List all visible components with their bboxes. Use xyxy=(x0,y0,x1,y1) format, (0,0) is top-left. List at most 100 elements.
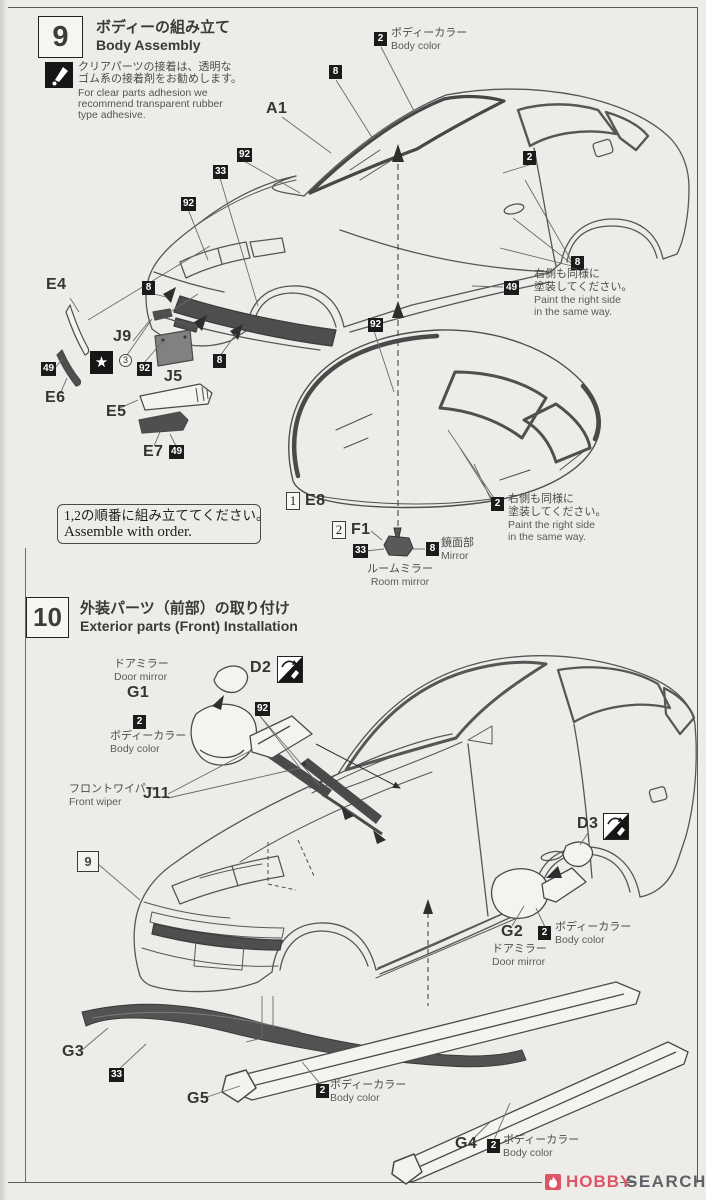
front-wiper-label: フロントワイパー Front wiper xyxy=(69,783,157,808)
caution-brush-icon xyxy=(45,62,73,88)
caution-jp-1: クリアパーツの接着は、透明な xyxy=(78,61,232,73)
room-mirror-en: Room mirror xyxy=(370,576,430,588)
paint-callout-2-g5: 2 xyxy=(316,1084,329,1098)
part-label-j11: J11 xyxy=(143,785,171,802)
paint-callout-49: 49 xyxy=(41,362,57,376)
top-border-line xyxy=(8,7,698,8)
part-label-g1: G1 xyxy=(127,684,150,701)
door-mirror-label-2: ドアミラー Door mirror xyxy=(492,943,547,968)
step10-title-jp: 外装パーツ（前部）の取り付け xyxy=(80,600,290,617)
hobbysearch-flame-icon xyxy=(545,1174,561,1190)
body-color-en: Body color xyxy=(391,40,441,52)
paint-right2-en1: Paint the right side xyxy=(508,519,595,531)
paint-right-jp2: 塗装してください。 xyxy=(534,281,633,293)
part-label-d2: D2 xyxy=(250,659,272,676)
part-label-e6: E6 xyxy=(45,389,66,406)
paint-callout-2c: 2 xyxy=(491,497,504,511)
door-mirror-jp: ドアミラー xyxy=(114,658,169,670)
paint-right-en1: Paint the right side xyxy=(534,294,621,306)
body-color-g1-jp: ボディーカラー xyxy=(110,730,187,742)
caution-en-2: recommend transparent rubber xyxy=(78,98,223,110)
body-color-g2-jp: ボディーカラー xyxy=(555,921,632,933)
room-mirror-label: ルームミラー Room mirror xyxy=(350,563,450,588)
paint-callout-2-g1: 2 xyxy=(133,715,146,729)
paint-right2-jp2: 塗装してください。 xyxy=(508,506,607,518)
paint-callout-33b: 33 xyxy=(353,544,369,558)
part-label-g2: G2 xyxy=(501,923,524,940)
body-color-g4-jp: ボディーカラー xyxy=(503,1134,580,1146)
body-color-g5-jp: ボディーカラー xyxy=(330,1079,407,1091)
paint-callout-92d: 92 xyxy=(368,318,384,332)
step9-number-box: 9 xyxy=(38,16,83,58)
direction-caution-icon-d2 xyxy=(277,656,303,683)
logo-search-text: SEARCH xyxy=(626,1172,706,1191)
part-label-g3: G3 xyxy=(62,1043,85,1060)
paint-callout-8b: 8 xyxy=(142,281,155,295)
step-reference-box-9: 9 xyxy=(77,851,99,872)
part-label-e7: E7 xyxy=(143,443,164,460)
paint-callout-92b: 92 xyxy=(181,197,197,211)
paint-right2-en2: in the same way. xyxy=(508,531,587,543)
paint-callout-92-wiper: 92 xyxy=(255,702,271,716)
body-color-g1-en: Body color xyxy=(110,743,160,755)
paint-callout-8d: 8 xyxy=(571,256,584,270)
quantity-circle-3: 3 xyxy=(119,354,132,367)
paint-callout-8: 8 xyxy=(329,65,342,79)
caution-note: クリアパーツの接着は、透明な ゴム系の接着剤をお勧めします。 For clear… xyxy=(78,61,242,121)
step10-number-box: 10 xyxy=(26,597,69,638)
door-mirror-label-1: ドアミラー Door mirror xyxy=(114,658,169,683)
direction-caution-icon-d3 xyxy=(603,813,629,840)
door-mirror2-en: Door mirror xyxy=(492,956,546,968)
mirror-face-en: Mirror xyxy=(441,550,469,562)
caution-en-1: For clear parts adhesion we xyxy=(78,87,208,99)
part-label-e8: E8 xyxy=(305,492,326,509)
paint-right-note-2: 右側も同様に 塗装してください。 Paint the right side in… xyxy=(508,493,606,543)
door-mirror-en: Door mirror xyxy=(114,671,168,683)
front-wiper-en: Front wiper xyxy=(69,796,122,808)
door-mirror2-jp: ドアミラー xyxy=(492,943,547,955)
part-label-e4: E4 xyxy=(46,276,67,293)
paint-callout-2: 2 xyxy=(374,32,387,46)
part-label-d3: D3 xyxy=(577,815,599,832)
star-icon: ★ xyxy=(90,351,113,374)
part-label-a1: A1 xyxy=(266,100,288,117)
paint-callout-8e: 8 xyxy=(426,542,439,556)
body-color-label-g4: ボディーカラー Body color xyxy=(503,1134,579,1159)
body-color-label: ボディーカラー Body color xyxy=(391,27,467,52)
part-label-j9: J9 xyxy=(113,328,132,345)
assemble-note-en: Assemble with order. xyxy=(64,524,192,540)
part-label-f1: F1 xyxy=(351,521,371,538)
assemble-order-note: 1,2の順番に組み立ててください。 Assemble with order. xyxy=(57,504,270,544)
paint-callout-8c: 8 xyxy=(213,354,226,368)
right-border-line xyxy=(697,7,698,1183)
body-color-label-g1: ボディーカラー Body color xyxy=(110,730,186,755)
part-label-g5: G5 xyxy=(187,1090,210,1107)
paint-callout-92c: 92 xyxy=(137,362,153,376)
paint-right2-jp1: 右側も同様に xyxy=(508,493,574,505)
body-color-label-g2: ボディーカラー Body color xyxy=(555,921,631,946)
assemble-note-jp: 1,2の順番に組み立ててください。 xyxy=(64,508,270,523)
paint-right-en2: in the same way. xyxy=(534,306,613,318)
mirror-face-jp: 鏡面部 xyxy=(441,537,474,549)
front-wiper-jp: フロントワイパー xyxy=(69,783,157,795)
body-color-g4-en: Body color xyxy=(503,1147,553,1159)
body-color-label-g5: ボディーカラー Body color xyxy=(330,1079,406,1104)
caution-jp-2: ゴム系の接着剤をお勧めします。 xyxy=(78,72,242,85)
logo-hobby-text: HOBBY xyxy=(566,1172,633,1191)
paint-callout-49b: 49 xyxy=(169,445,185,459)
paint-callout-2-g2: 2 xyxy=(538,926,551,940)
paint-callout-33-g3: 33 xyxy=(109,1068,125,1082)
left-border-line xyxy=(25,548,26,1183)
part-label-j5: J5 xyxy=(164,368,183,385)
step9-title-en: Body Assembly xyxy=(96,37,201,53)
body-color-jp: ボディーカラー xyxy=(391,27,468,39)
paint-callout-49c: 49 xyxy=(504,281,520,295)
caution-en-3: type adhesive. xyxy=(78,109,146,121)
paint-callout-33: 33 xyxy=(213,165,229,179)
order-box-1: 1 xyxy=(286,492,300,510)
body-color-g5-en: Body color xyxy=(330,1092,380,1104)
body-color-g2-en: Body color xyxy=(555,934,605,946)
paint-callout-92: 92 xyxy=(237,148,253,162)
paint-right-jp1: 右側も同様に xyxy=(534,268,600,280)
